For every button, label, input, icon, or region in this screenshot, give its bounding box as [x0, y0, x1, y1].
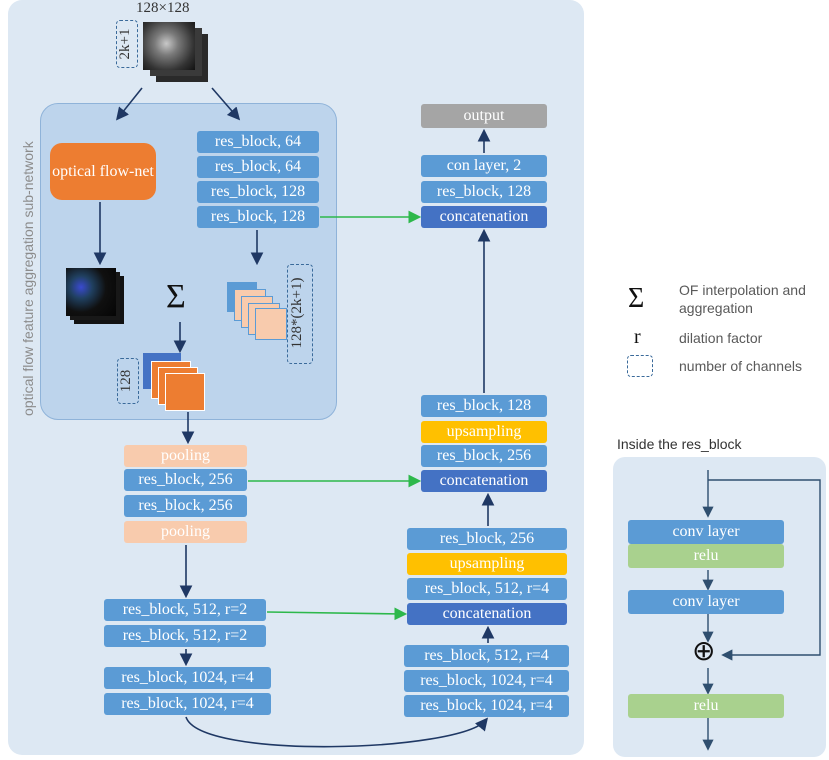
- res-block-512-r4-bottom: res_block, 512, r=4: [404, 645, 569, 667]
- peach-stack-layer-5: [255, 308, 287, 340]
- sigma-aggregation-symbol: Σ: [166, 278, 186, 315]
- res-block-1024-r4-1: res_block, 1024, r=4: [104, 667, 271, 689]
- arrow-input-to-resblock: [211, 87, 241, 121]
- input-size-label: 128×128: [136, 0, 190, 16]
- upsampling-block-lower: upsampling: [407, 553, 567, 575]
- pooling-block-2: pooling: [124, 521, 247, 543]
- channels-box-128k: [287, 264, 313, 364]
- inside-plus-symbol: ⊕: [692, 636, 716, 667]
- pooling-block-1: pooling: [124, 445, 247, 467]
- input-channels-box: [116, 20, 138, 68]
- inside-relu-1: relu: [628, 544, 784, 568]
- res-block-64-2: res_block, 64: [197, 156, 319, 178]
- decoder-res-block-128-top: res_block, 128: [421, 181, 547, 203]
- res-block-128-2: res_block, 128: [197, 206, 319, 228]
- res-block-256-2: res_block, 256: [124, 495, 247, 517]
- legend-dashed-box-icon: [627, 355, 653, 377]
- res-block-inside-title: Inside the res_block: [617, 436, 742, 452]
- inside-relu-2: relu: [628, 694, 784, 718]
- arrow-input-to-flownet: [116, 87, 143, 121]
- optical-flow-image: [66, 268, 116, 316]
- res-block-512-r2-1: res_block, 512, r=2: [104, 599, 266, 621]
- res-block-1024-r4-bottom-2: res_block, 1024, r=4: [404, 695, 569, 717]
- decoder-res-block-256-mid: res_block, 256: [421, 445, 547, 467]
- legend-sigma-text: OF interpolation and aggregation: [679, 282, 806, 316]
- res-skip-connection: [708, 479, 821, 661]
- inside-conv-layer-2: conv layer: [628, 590, 784, 614]
- channels-box-128: [117, 358, 139, 404]
- skip-arrow-512: [266, 607, 408, 621]
- legend-r-text: dilation factor: [679, 330, 763, 346]
- res-block-1024-r4-2: res_block, 1024, r=4: [104, 693, 271, 715]
- legend-r-symbol: r: [634, 326, 641, 348]
- res-block-256-1: res_block, 256: [124, 469, 247, 491]
- inside-conv-layer-1: conv layer: [628, 520, 784, 544]
- res-block-512-r2-2: res_block, 512, r=2: [104, 625, 266, 647]
- decoder-res-block-256: res_block, 256: [407, 528, 567, 550]
- conv-layer-2-block: con layer, 2: [421, 155, 547, 177]
- decoder-res-block-128: res_block, 128: [421, 395, 547, 417]
- upsampling-block-mid: upsampling: [421, 421, 547, 443]
- output-block: output: [421, 104, 547, 128]
- orange-stack-layer-4: [165, 373, 205, 411]
- res-block-64-1: res_block, 64: [197, 131, 319, 153]
- concatenation-block-mid: concatenation: [421, 470, 547, 492]
- res-block-128-1: res_block, 128: [197, 181, 319, 203]
- optical-flow-net-block: optical flow-net: [50, 143, 156, 200]
- legend-box-text: number of channels: [679, 358, 802, 374]
- concatenation-block-lower: concatenation: [407, 603, 567, 625]
- res-block-1024-r4-bottom-1: res_block, 1024, r=4: [404, 670, 569, 692]
- input-mri-image: [143, 22, 195, 70]
- concatenation-block-top: concatenation: [421, 206, 547, 228]
- legend-sigma-symbol: Σ: [628, 283, 645, 314]
- arrow-bottom-curve: [185, 716, 489, 748]
- decoder-res-block-512-r4: res_block, 512, r=4: [407, 578, 567, 600]
